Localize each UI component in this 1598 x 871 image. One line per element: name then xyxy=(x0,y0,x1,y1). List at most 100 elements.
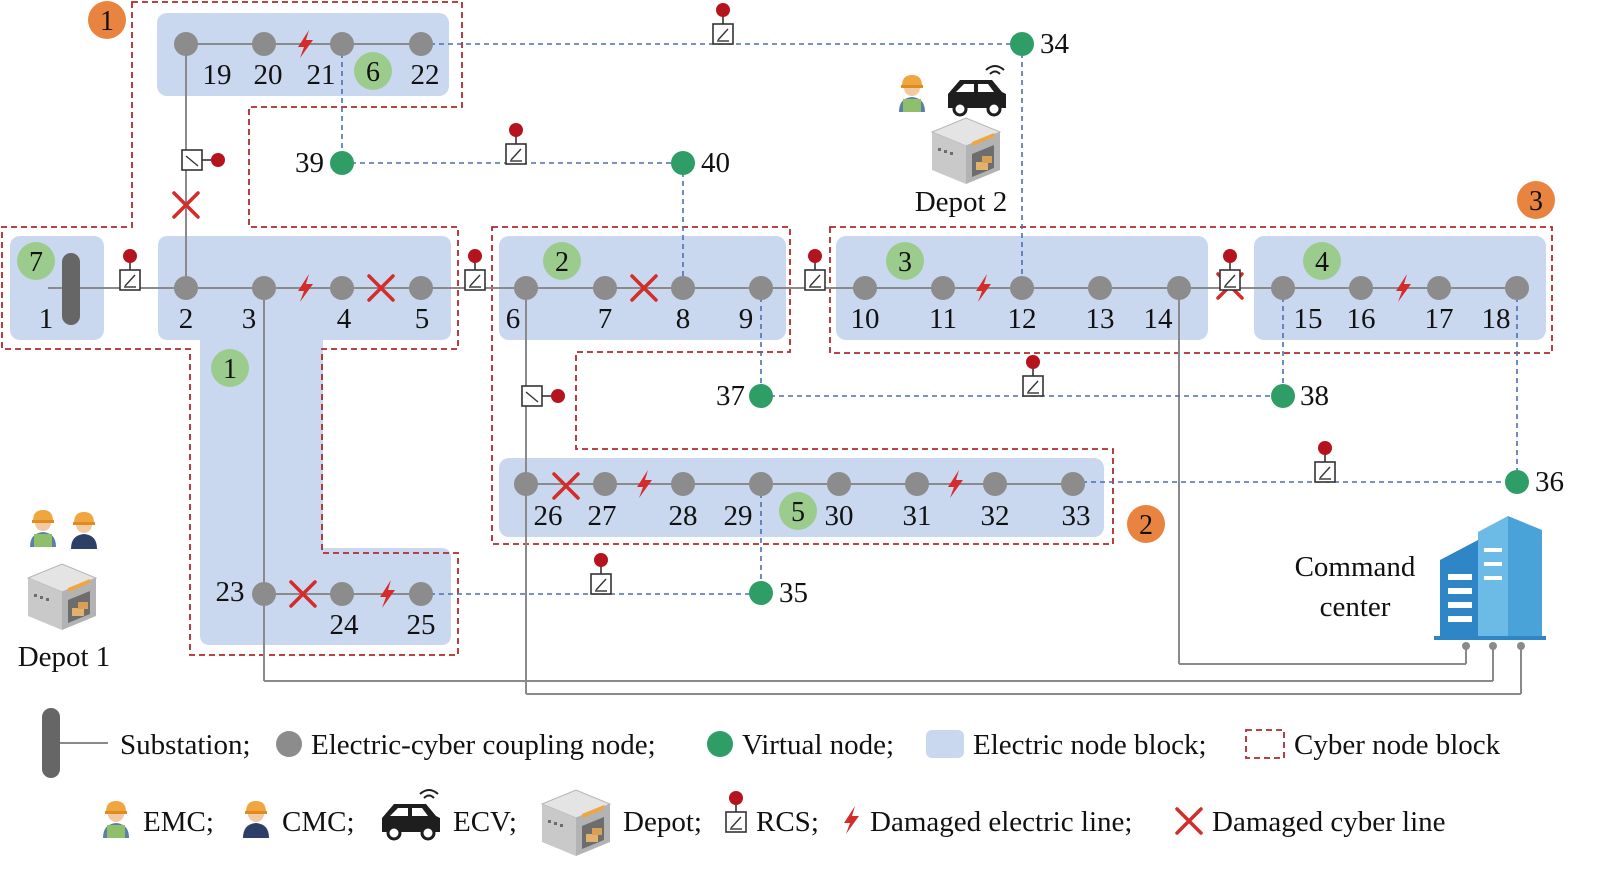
legend-depot-icon xyxy=(541,789,611,857)
virtual-node-38 xyxy=(1271,384,1295,408)
rcs-icon xyxy=(590,552,612,595)
node-label-27: 27 xyxy=(588,500,617,532)
coupling-node-3 xyxy=(252,276,276,300)
cyber-block-badges: 1 2 3 xyxy=(88,1,1555,543)
node-label-4: 4 xyxy=(337,303,352,335)
rcs-icon xyxy=(119,248,141,291)
legend-electric-block-icon xyxy=(926,730,964,758)
coupling-node-29 xyxy=(749,472,773,496)
legend-coupling-node-label: Electric-cyber coupling node; xyxy=(311,729,656,761)
electric-block-label-4: 4 xyxy=(1315,247,1329,278)
legend-substation-icon xyxy=(42,708,60,778)
virtual-node-39 xyxy=(330,151,354,175)
node-label-38: 38 xyxy=(1300,380,1329,412)
node-labels: 1 2 3 4 5 6 7 8 9 10 11 12 13 14 15 16 1… xyxy=(39,28,1564,641)
emc-icon xyxy=(30,510,56,547)
coupling-node-2 xyxy=(174,276,198,300)
node-label-11: 11 xyxy=(929,303,957,335)
coupling-node-10 xyxy=(853,276,877,300)
node-label-40: 40 xyxy=(701,147,730,179)
coupling-node-6 xyxy=(514,276,538,300)
legend-damaged-cyber-label: Damaged cyber line xyxy=(1212,806,1446,838)
rcs-icon xyxy=(1022,354,1044,397)
cyber-block-label-3: 3 xyxy=(1529,186,1543,217)
coupling-node-14 xyxy=(1167,276,1191,300)
electric-block-badge-5 xyxy=(779,492,817,530)
cyber-block-badge-3 xyxy=(1517,181,1555,219)
rcs-icon xyxy=(521,385,566,407)
command-center-label-line2: center xyxy=(1320,591,1391,623)
depot-1-group: Depot 1 xyxy=(18,510,110,673)
legend-cmc-icon xyxy=(243,801,269,838)
electric-block-1-area xyxy=(158,236,451,645)
ecv-icon xyxy=(946,64,1008,117)
rcs-icon xyxy=(181,149,226,171)
cyber-block-badge-2 xyxy=(1127,505,1165,543)
coupling-node-30 xyxy=(827,472,851,496)
legend-cyber-block-label: Cyber node block xyxy=(1294,729,1501,761)
depot-icon xyxy=(27,563,97,631)
virtual-node-40 xyxy=(671,151,695,175)
node-label-16: 16 xyxy=(1347,303,1376,335)
emc-icon xyxy=(899,75,925,112)
node-label-17: 17 xyxy=(1425,303,1454,335)
cyber-block-borders xyxy=(1,1,1553,656)
node-label-12: 12 xyxy=(1008,303,1037,335)
cyber-block-label-2: 2 xyxy=(1139,510,1153,541)
node-label-9: 9 xyxy=(739,303,754,335)
depot-icon xyxy=(931,117,1001,185)
rcs-icon xyxy=(712,2,734,45)
command-center-label-line1: Command xyxy=(1295,551,1416,583)
depot-2-group: Depot 2 xyxy=(899,64,1008,218)
virtual-node-34 xyxy=(1010,32,1034,56)
legend-substation-label: Substation; xyxy=(120,729,251,761)
node-label-19: 19 xyxy=(203,59,232,91)
virtual-node-36 xyxy=(1505,470,1529,494)
rcs-icon xyxy=(1314,440,1336,483)
coupling-node-21 xyxy=(330,32,354,56)
legend-row-1: Substation; Electric-cyber coupling node… xyxy=(42,708,1501,778)
coupling-node-11 xyxy=(931,276,955,300)
coupling-node-15 xyxy=(1271,276,1295,300)
coupling-nodes xyxy=(174,32,1529,606)
node-label-18: 18 xyxy=(1482,303,1511,335)
legend-rcs-icon xyxy=(725,790,747,833)
cyber-block-label-1: 1 xyxy=(100,6,114,37)
node-label-5: 5 xyxy=(415,303,430,335)
electric-block-label-6: 6 xyxy=(366,57,380,88)
node-label-1: 1 xyxy=(39,303,54,335)
node-label-36: 36 xyxy=(1535,466,1564,498)
node-label-37: 37 xyxy=(716,380,745,412)
coupling-node-26 xyxy=(514,472,538,496)
electric-block-badge-6 xyxy=(354,52,392,90)
node-label-28: 28 xyxy=(669,500,698,532)
electric-block-label-5: 5 xyxy=(791,497,805,528)
rcs-icon xyxy=(464,248,486,291)
node-label-7: 7 xyxy=(598,303,613,335)
electric-block-badge-4 xyxy=(1303,242,1341,280)
node-label-13: 13 xyxy=(1086,303,1115,335)
node-label-6: 6 xyxy=(506,303,521,335)
node-label-8: 8 xyxy=(676,303,691,335)
coupling-node-9 xyxy=(749,276,773,300)
legend-damaged-electric-icon xyxy=(844,806,859,834)
rcs-icon xyxy=(505,122,527,165)
node-label-22: 22 xyxy=(411,59,440,91)
electric-block-badges: 7 1 2 3 4 5 6 xyxy=(17,52,1341,530)
electric-block-6-area xyxy=(157,13,449,96)
electric-block-label-2: 2 xyxy=(555,247,569,278)
electric-block-label-1: 1 xyxy=(223,354,237,385)
command-center-group: Command center xyxy=(1295,516,1546,650)
coupling-node-13 xyxy=(1088,276,1112,300)
legend-row-2: EMC; CMC; ECV; Depot; RCS; Damaged elect… xyxy=(103,788,1446,857)
electric-block-badge-2 xyxy=(543,242,581,280)
coupling-node-28 xyxy=(671,472,695,496)
node-label-29: 29 xyxy=(724,500,753,532)
legend-ecv-label: ECV; xyxy=(453,806,517,838)
node-label-15: 15 xyxy=(1294,303,1323,335)
substation xyxy=(62,253,80,325)
coupling-node-20 xyxy=(252,32,276,56)
node-label-24: 24 xyxy=(330,609,360,641)
command-center-building-icon xyxy=(1434,516,1546,650)
